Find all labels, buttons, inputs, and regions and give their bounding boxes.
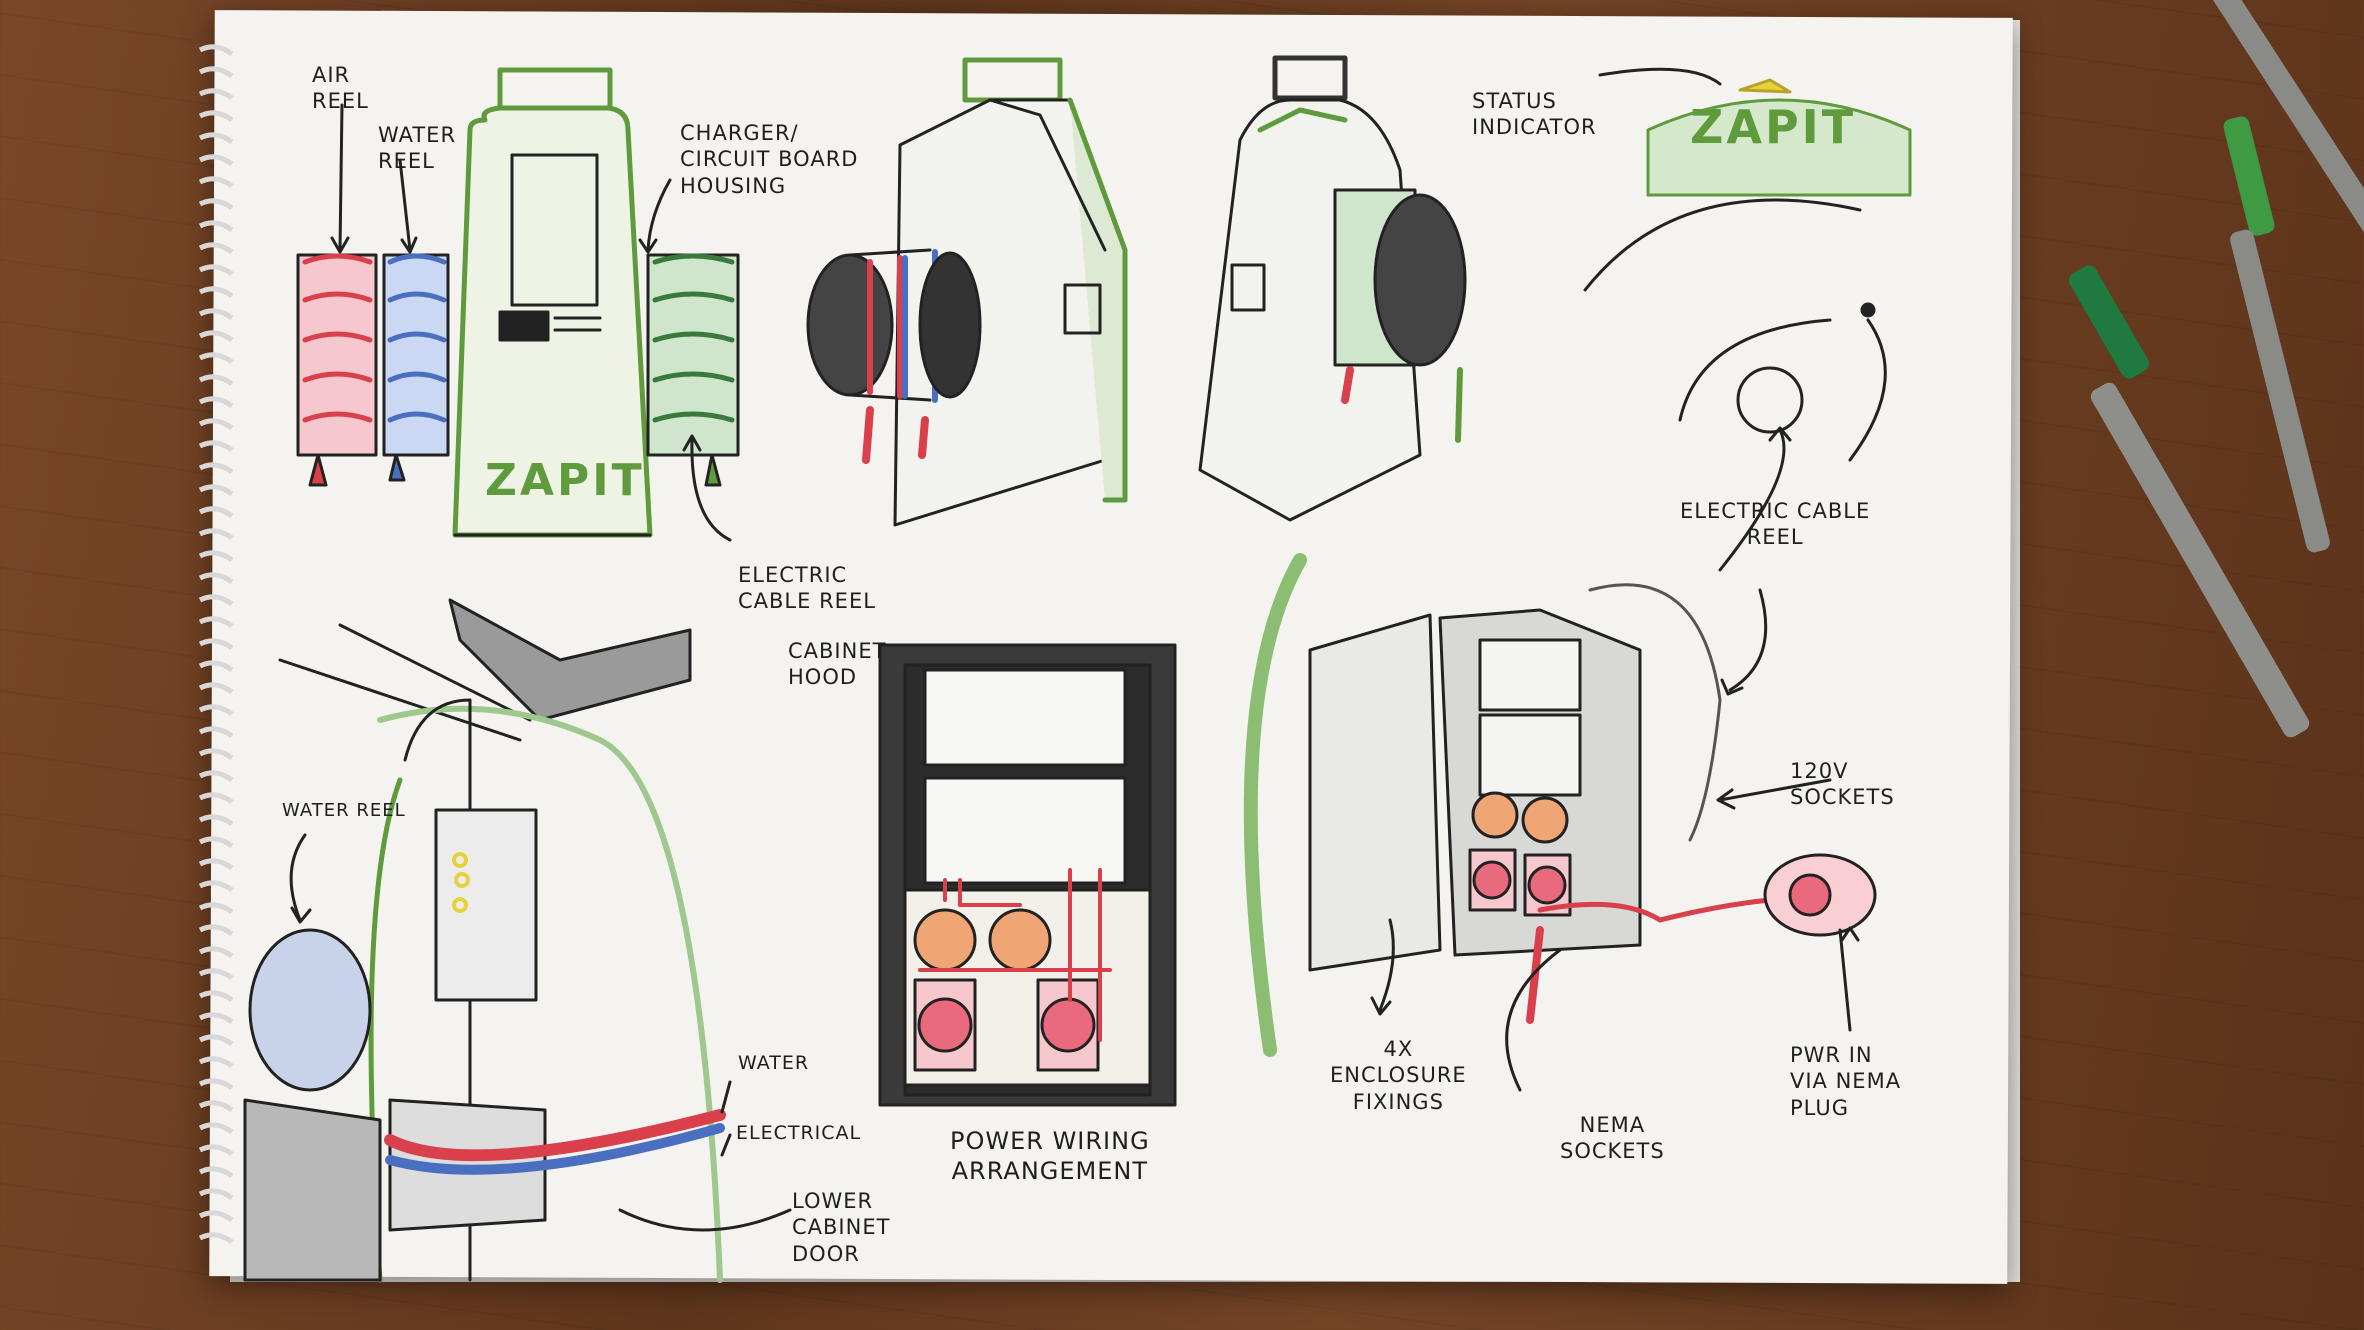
label-120v-sockets: 120V SOCKETS (1790, 759, 1895, 810)
label-water: WATER (738, 1052, 810, 1074)
power-wiring-sketch (878, 643, 1177, 1107)
label-air-reel: AIR REEL (312, 63, 369, 114)
label-pwr-in: PWR IN VIA NEMA PLUG (1790, 1043, 1902, 1120)
label-water-reel-bottom: WATER REEL (282, 800, 406, 821)
front-elevation-sketch (296, 67, 740, 542)
spiral-binding (198, 44, 234, 1245)
iso-view-cable-reel-sketch (1198, 55, 1467, 522)
label-power-wiring: POWER WIRING ARRANGEMENT (950, 1127, 1150, 1185)
cabinet-section-sketch (243, 598, 792, 1283)
zapit-logo-front: ZAPIT (485, 455, 645, 506)
label-nema-sockets: NEMA SOCKETS (1560, 1113, 1665, 1164)
label-charger-housing: CHARGER/ CIRCUIT BOARD HOUSING (680, 121, 859, 198)
zapit-logo-status: ZAPIT (1690, 100, 1857, 154)
open-enclosure-sketch (1243, 426, 1877, 1092)
label-electric-cable-reel-left: ELECTRIC CABLE REEL (738, 563, 876, 614)
label-water-reel-top: WATER REEL (378, 123, 457, 174)
label-cabinet-hood: CABINET HOOD (788, 639, 887, 690)
label-lower-cabinet-door: LOWER CABINET DOOR (792, 1189, 891, 1266)
iso-view-reels-sketch (806, 57, 1128, 527)
label-enclosure-fixings: 4X ENCLOSURE FIXINGS (1330, 1037, 1467, 1114)
label-status-indicator: STATUS INDICATOR (1472, 89, 1597, 140)
label-electric-cable-reel-right: ELECTRIC CABLE REEL (1680, 499, 1871, 550)
label-electrical: ELECTRICAL (736, 1122, 862, 1144)
status-indicator-sketch (1583, 67, 1912, 462)
